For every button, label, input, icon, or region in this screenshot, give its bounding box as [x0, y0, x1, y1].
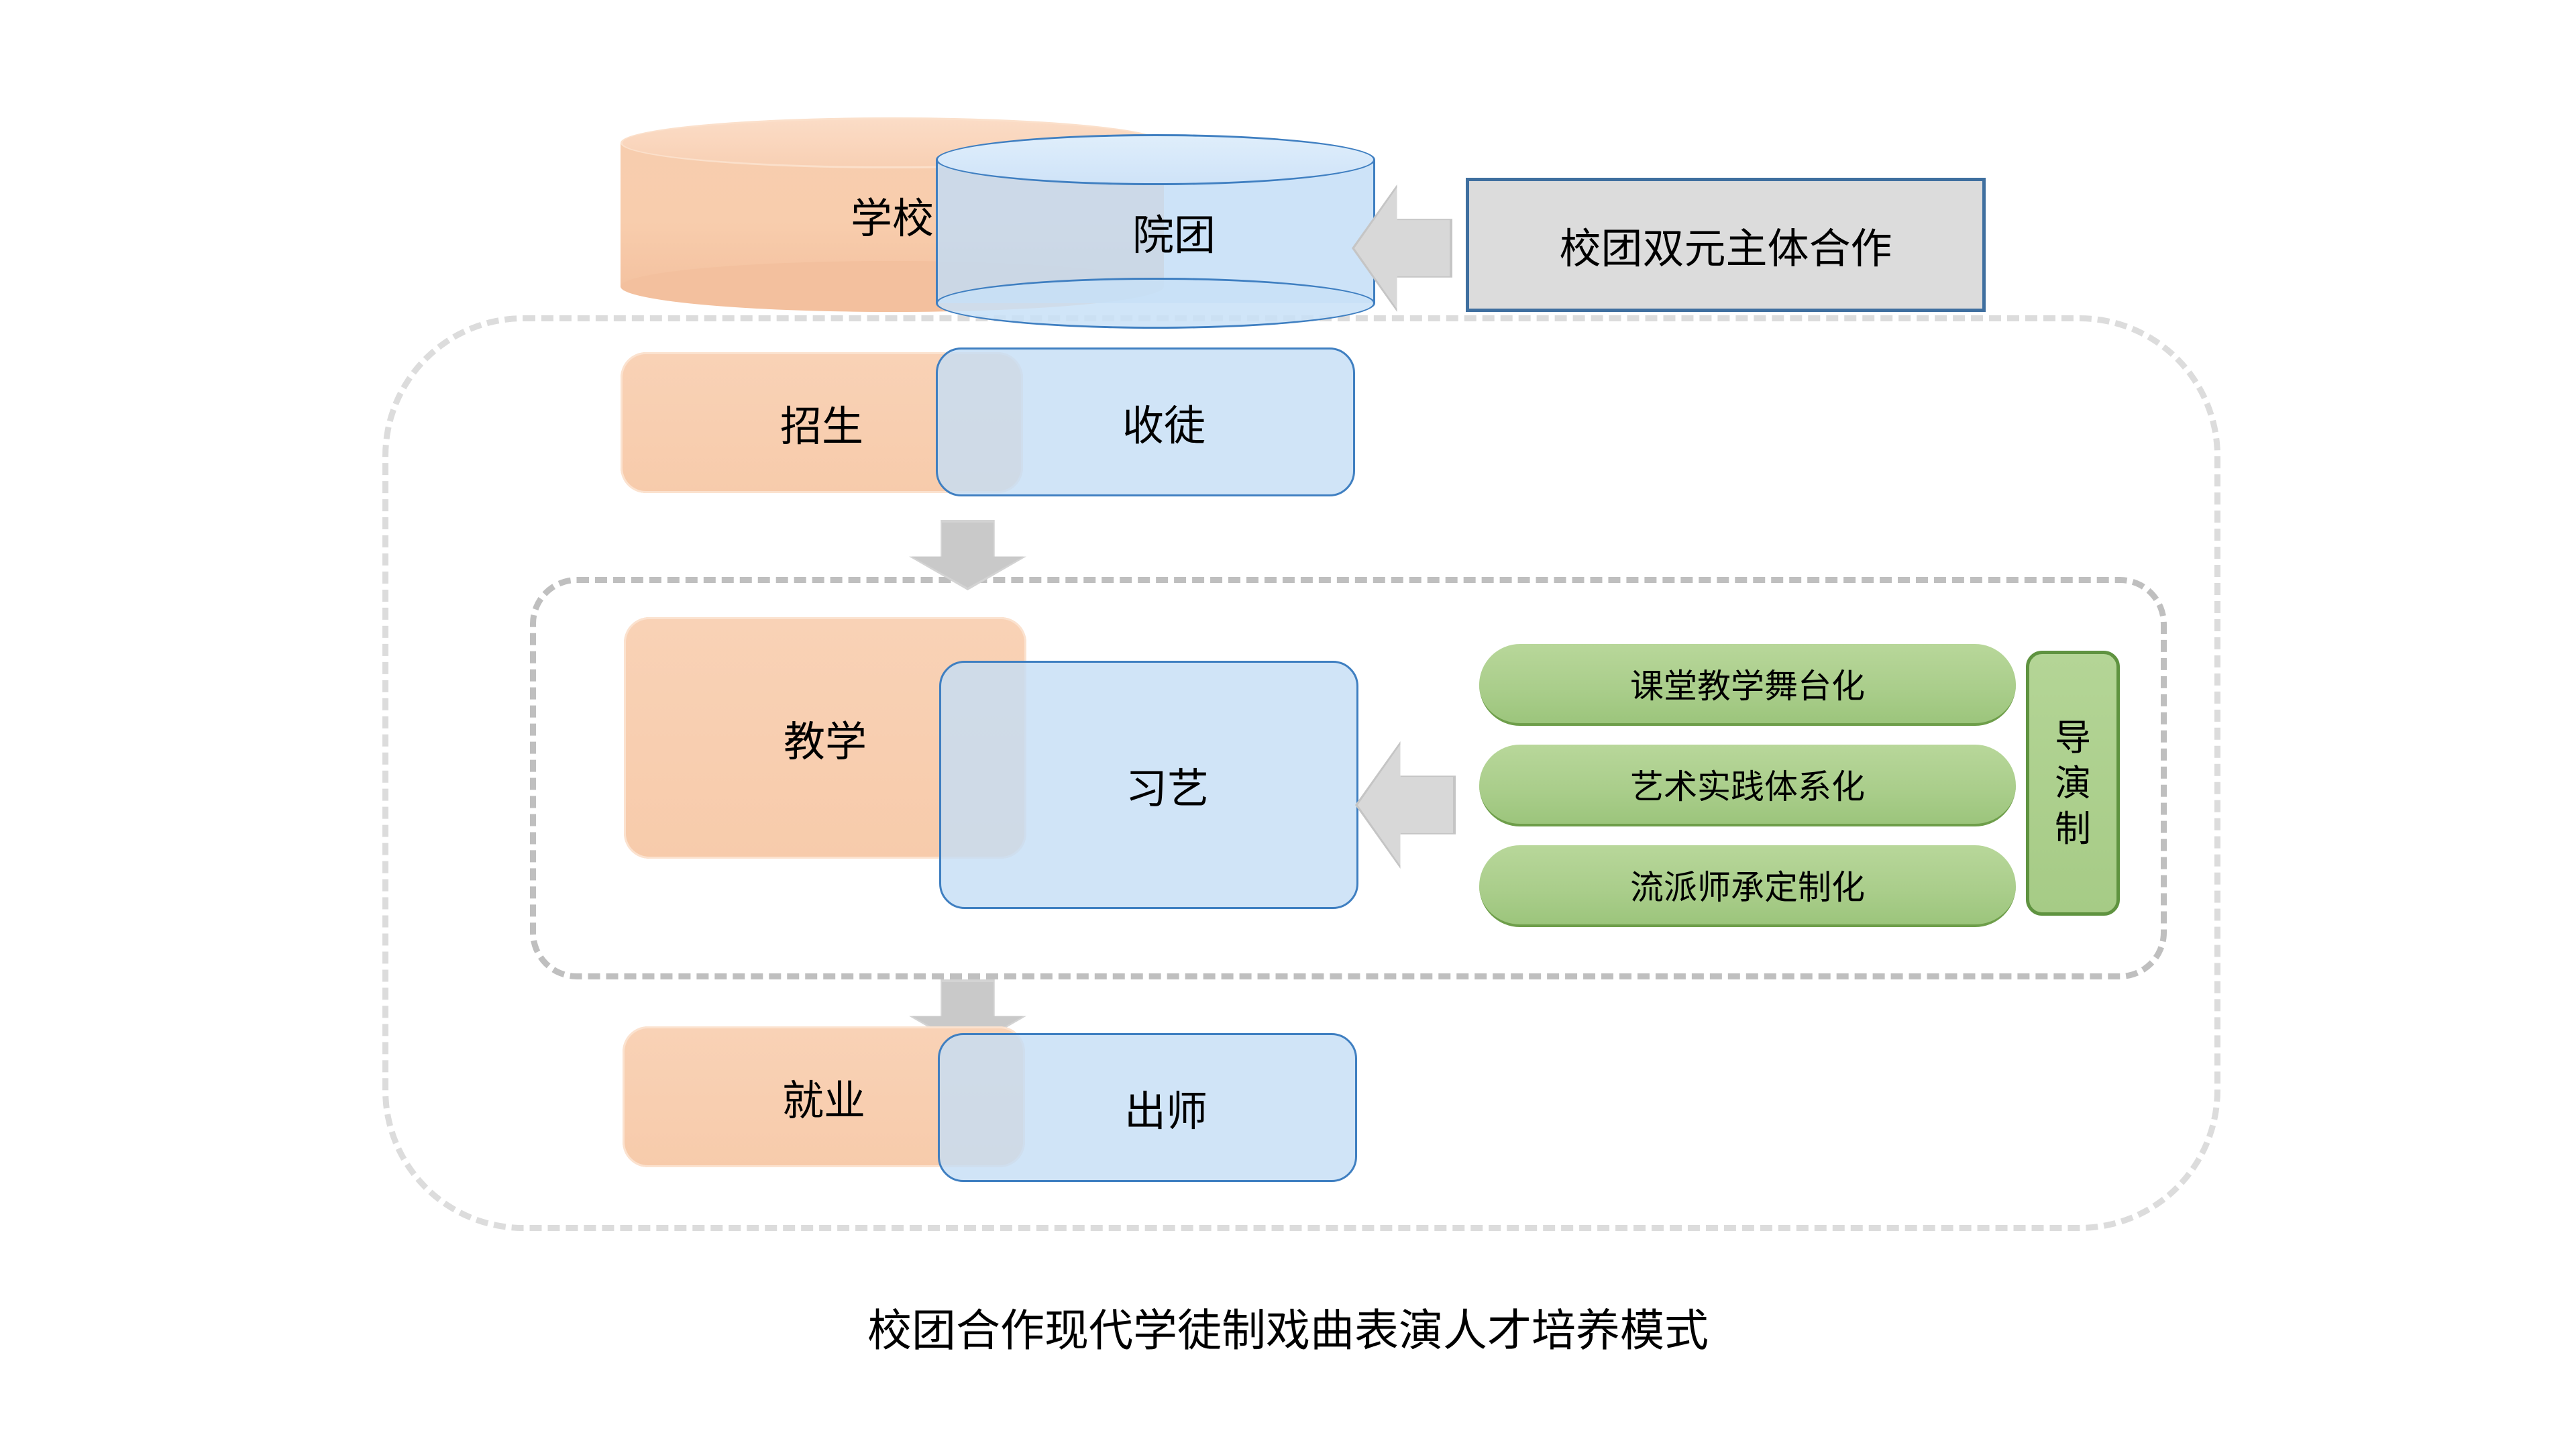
practice-pill-art-practice-label: 艺术实践体系化: [1630, 768, 1865, 806]
row-employ-troupe[interactable]: 出师: [938, 1033, 1357, 1182]
inner-dashed-container: [530, 577, 2167, 979]
cylinder-troupe-label: 院团: [1132, 213, 1216, 259]
row-teach-troupe[interactable]: 习艺: [939, 661, 1358, 909]
row-enroll-troupe-label: 收徒: [1122, 403, 1205, 449]
row-teach-troupe-label: 习艺: [1125, 766, 1209, 812]
director-system-char-1: 导: [2055, 717, 2091, 758]
row-employ-school-label: 就业: [782, 1078, 865, 1124]
director-system-char-2: 演: [2055, 763, 2091, 804]
callout-cooperation[interactable]: 校团双元主体合作: [1466, 178, 1986, 312]
cylinder-troupe[interactable]: 院团: [936, 134, 1375, 329]
row-enroll-school-label: 招生: [780, 404, 863, 450]
practice-pill-classroom-label: 课堂教学舞台化: [1630, 667, 1865, 705]
diagram-caption: 校团合作现代学徒制戏曲表演人才培养模式: [867, 1305, 1709, 1355]
practice-pill-school-lineage[interactable]: 流派师承定制化: [1479, 845, 2016, 927]
row-employ-troupe-label: 出师: [1124, 1089, 1208, 1135]
cylinder-troupe-top: [936, 134, 1375, 185]
row-teach-school-label: 教学: [783, 719, 867, 765]
cylinder-troupe-bottom: [936, 278, 1375, 329]
practice-pill-classroom[interactable]: 课堂教学舞台化: [1479, 644, 2016, 726]
callout-cooperation-label: 校团双元主体合作: [1559, 226, 1892, 272]
practice-pill-school-lineage-label: 流派师承定制化: [1630, 869, 1865, 906]
row-enroll-troupe[interactable]: 收徒: [936, 347, 1355, 496]
director-system-box[interactable]: 导 演 制: [2026, 651, 2120, 916]
cylinder-school-label: 学校: [850, 196, 934, 242]
practice-pill-art-practice[interactable]: 艺术实践体系化: [1479, 745, 2016, 826]
director-system-char-3: 制: [2055, 808, 2091, 849]
